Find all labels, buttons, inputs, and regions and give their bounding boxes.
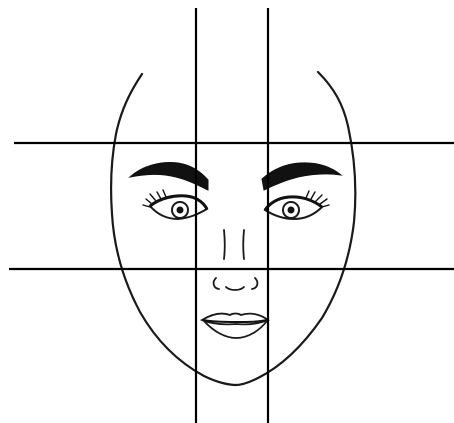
left-pupil (177, 207, 184, 214)
nose (214, 230, 258, 290)
nose-bridge-left (224, 230, 225, 259)
mouth (202, 314, 268, 339)
nose-tip (226, 287, 244, 290)
right-pupil (288, 207, 295, 214)
nostril-right (252, 278, 257, 289)
face-outline-right (236, 72, 355, 385)
left-eye (143, 190, 207, 219)
guide-lines (9, 8, 454, 423)
right-eyebrow (262, 163, 341, 190)
nose-bridge-right (243, 230, 244, 259)
face-outline-left (111, 74, 236, 385)
eyebrows (130, 163, 341, 190)
nostril-left (214, 278, 219, 289)
right-eye (265, 191, 329, 219)
